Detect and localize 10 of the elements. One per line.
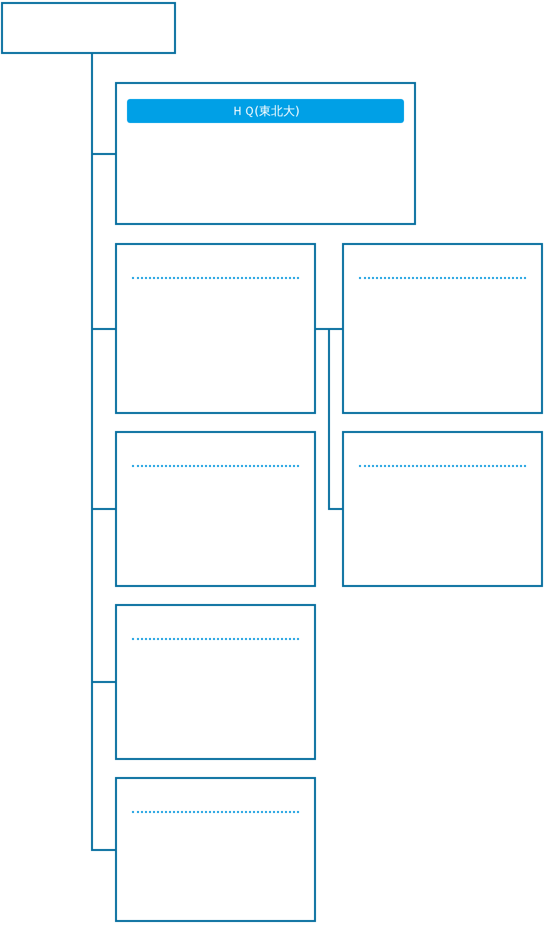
org-box xyxy=(342,431,543,587)
org-box xyxy=(115,604,316,760)
heading-banner: ＨＱ(東北大) xyxy=(127,99,404,123)
org-box xyxy=(115,777,316,922)
org-box xyxy=(115,82,416,225)
org-box xyxy=(342,243,543,414)
org-box xyxy=(1,2,176,54)
connector-line xyxy=(316,328,342,510)
org-box xyxy=(115,431,316,587)
org-box xyxy=(115,243,316,414)
